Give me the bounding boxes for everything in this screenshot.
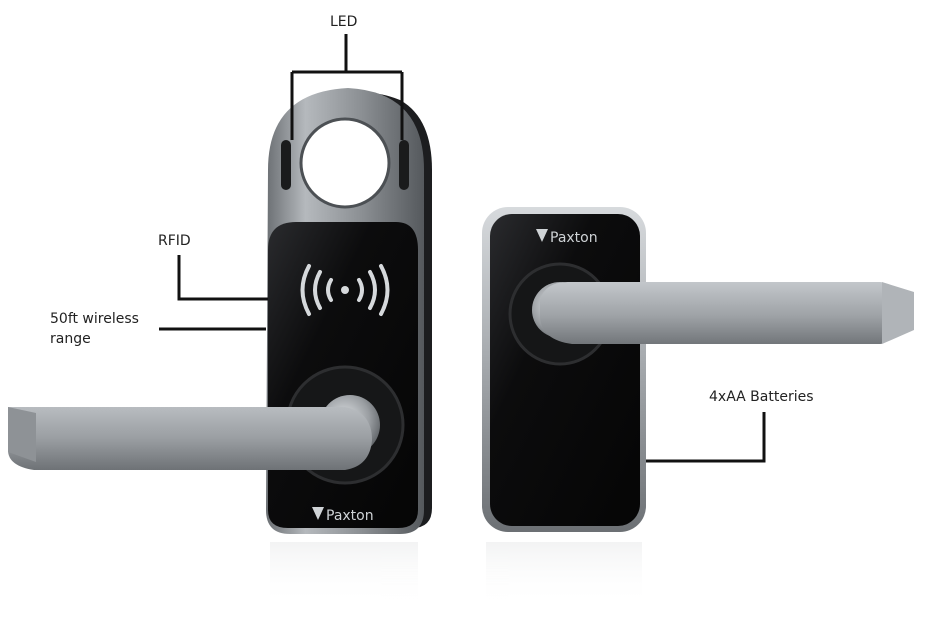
front-ring-hole [299, 117, 391, 209]
floor-reflection [270, 542, 642, 606]
front-brand-logo: Paxton [312, 507, 374, 524]
back-brand-logo: Paxton [536, 229, 598, 246]
back-brand-text: Paxton [550, 230, 598, 246]
back-black-panel [490, 214, 640, 526]
callout-lines [159, 34, 766, 463]
batteries-leader-line [646, 412, 766, 463]
back-lock-unit: Paxton [482, 207, 914, 532]
batteries-label: 4xAA Batteries [709, 389, 814, 405]
rfid-leader-line [177, 255, 268, 301]
wireless-range-label: 50ft wireless range [50, 311, 139, 347]
front-brand-text: Paxton [326, 508, 374, 524]
rfid-label: RFID [158, 233, 191, 249]
back-lever [540, 282, 886, 344]
led-label: LED [330, 14, 358, 30]
rfid-symbol-icon [300, 264, 390, 316]
front-lock-unit: Paxton [8, 88, 432, 534]
led-leader-line [290, 34, 404, 140]
led-right-icon [399, 140, 409, 190]
front-lever [8, 407, 372, 470]
led-left-icon [281, 140, 291, 190]
